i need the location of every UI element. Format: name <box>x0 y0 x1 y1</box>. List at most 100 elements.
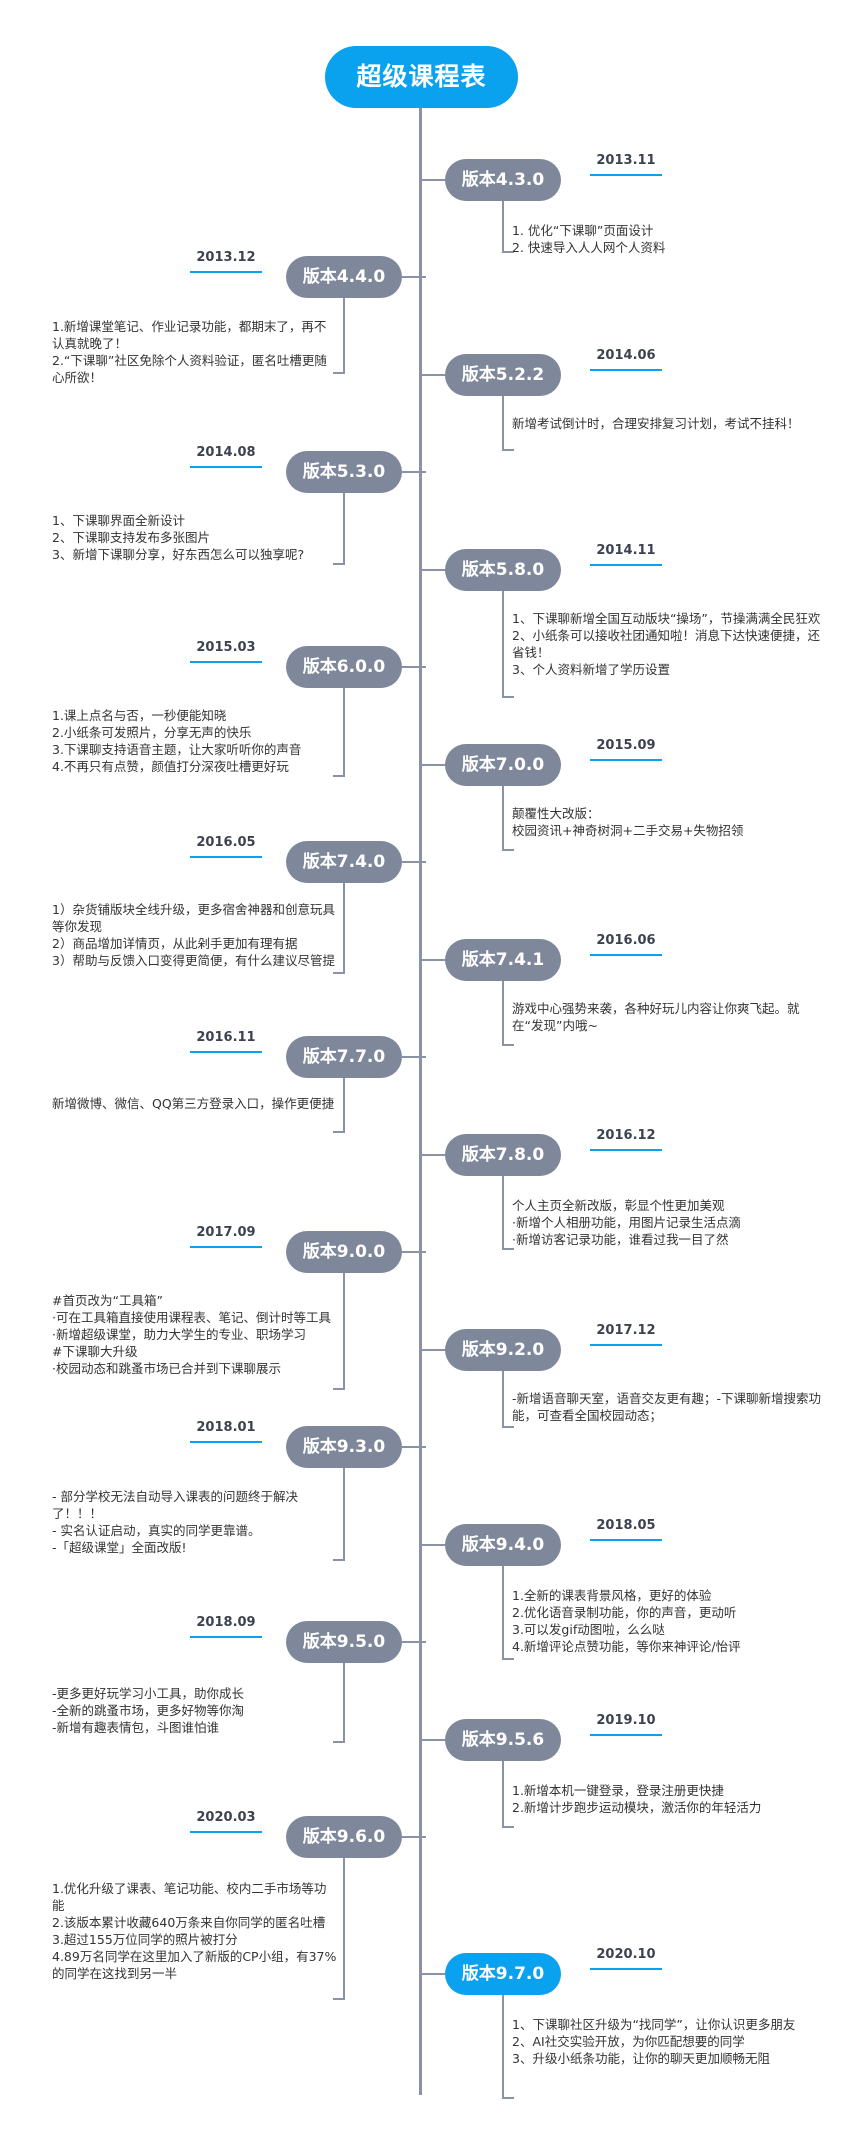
version-description: 1.新增本机一键登录，登录注册更快捷 2.新增计步跑步运动模块，激活你的年轻活力 <box>512 1783 762 1815</box>
spine-connector <box>402 666 426 668</box>
date-underline <box>590 369 662 371</box>
version-node: 版本9.2.0 <box>445 1329 561 1371</box>
date-label: 2017.12 <box>596 1323 656 1338</box>
version-description: 1.优化升级了课表、笔记功能、校内二手市场等功能 2.该版本累计收藏640万条来… <box>52 1881 337 1981</box>
spine-connector <box>402 1836 426 1838</box>
version-node: 版本4.3.0 <box>445 159 561 201</box>
version-node: 版本7.0.0 <box>445 744 561 786</box>
version-node: 版本4.4.0 <box>286 256 402 298</box>
date-label: 2013.12 <box>196 250 256 265</box>
version-description: 1. 优化“下课聊”页面设计 2. 快速导入人人网个人资料 <box>512 223 666 255</box>
date-underline <box>190 661 262 663</box>
description-bracket <box>343 1663 345 1741</box>
version-node: 版本9.4.0 <box>445 1524 561 1566</box>
date-underline <box>590 759 662 761</box>
description-bracket-foot <box>333 775 345 777</box>
version-node: 版本5.2.2 <box>445 354 561 396</box>
spine-connector <box>402 471 426 473</box>
spine-connector <box>421 1544 445 1546</box>
description-bracket-foot <box>333 372 345 374</box>
description-bracket <box>343 493 345 563</box>
description-bracket <box>502 1761 504 1826</box>
description-bracket-foot <box>333 1741 345 1743</box>
description-bracket-foot <box>502 696 514 698</box>
version-node: 版本5.8.0 <box>445 549 561 591</box>
description-bracket <box>502 1995 504 2097</box>
description-bracket-foot <box>333 1131 345 1133</box>
spine-connector <box>421 1739 445 1741</box>
date-underline <box>590 1539 662 1541</box>
date-underline <box>590 174 662 176</box>
version-description: 新增考试倒计时，合理安排复习计划，考试不挂科！ <box>512 416 800 431</box>
spine-connector <box>402 861 426 863</box>
spine-connector <box>402 1641 426 1643</box>
date-label: 2016.11 <box>196 1030 256 1045</box>
version-node: 版本7.4.0 <box>286 841 402 883</box>
description-bracket <box>502 396 504 449</box>
version-node: 版本9.5.0 <box>286 1621 402 1663</box>
description-bracket-foot <box>333 1998 345 2000</box>
description-bracket-foot <box>502 2097 514 2099</box>
description-bracket <box>502 786 504 849</box>
version-description: 1）杂货铺版块全线升级，更多宿舍神器和创意玩具等你发现 2）商品增加详情页，从此… <box>52 902 335 968</box>
version-description: 1、下课聊社区升级为“找同学”，让你认识更多朋友 2、AI社交实验开放，为你匹配… <box>512 2017 796 2066</box>
date-underline <box>190 1636 262 1638</box>
description-bracket-foot <box>502 1658 514 1660</box>
date-label: 2014.06 <box>596 348 656 363</box>
version-description: 1、下课聊界面全新设计 2、下课聊支持发布多张图片 3、新增下课聊分享，好东西怎… <box>52 513 305 562</box>
spine-connector <box>421 764 445 766</box>
date-underline <box>590 1344 662 1346</box>
description-bracket <box>343 1858 345 1998</box>
version-description: 1.全新的课表背景风格，更好的体验 2.优化语音录制功能，你的声音，更动听 3.… <box>512 1588 741 1654</box>
description-bracket-foot <box>333 563 345 565</box>
description-bracket <box>343 1468 345 1559</box>
date-label: 2016.06 <box>596 933 656 948</box>
version-description: 个人主页全新改版，彰显个性更加美观 ·新增个人相册功能，用图片记录生活点滴 ·新… <box>512 1198 741 1247</box>
date-label: 2018.01 <box>196 1420 256 1435</box>
description-bracket <box>343 883 345 972</box>
spine-connector <box>402 1056 426 1058</box>
version-node: 版本9.0.0 <box>286 1231 402 1273</box>
version-node: 版本7.8.0 <box>445 1134 561 1176</box>
date-underline <box>190 856 262 858</box>
description-bracket <box>343 1273 345 1388</box>
version-description: 1.新增课堂笔记、作业记录功能，都期末了，再不认真就晚了！ 2.“下课聊”社区免… <box>52 319 327 385</box>
date-underline <box>190 1441 262 1443</box>
spine-connector <box>421 569 445 571</box>
date-underline <box>590 954 662 956</box>
description-bracket-foot <box>502 1426 514 1428</box>
description-bracket <box>343 688 345 775</box>
description-bracket-foot <box>502 449 514 451</box>
version-node: 版本9.7.0 <box>445 1953 561 1995</box>
version-node: 版本5.3.0 <box>286 451 402 493</box>
description-bracket-foot <box>502 849 514 851</box>
date-label: 2014.11 <box>596 543 656 558</box>
date-label: 2017.09 <box>196 1225 256 1240</box>
date-underline <box>190 466 262 468</box>
timeline-spine <box>419 100 422 2095</box>
version-description: 1.课上点名与否，一秒便能知晓 2.小纸条可发照片，分享无声的快乐 3.下课聊支… <box>52 708 302 774</box>
description-bracket-foot <box>333 1559 345 1561</box>
date-label: 2016.05 <box>196 835 256 850</box>
version-node: 版本6.0.0 <box>286 646 402 688</box>
date-underline <box>590 1734 662 1736</box>
version-node: 版本9.6.0 <box>286 1816 402 1858</box>
version-description: 1、下课聊新增全国互动版块“操场”，节操满满全民狂欢 2、小纸条可以接收社团通知… <box>512 611 821 677</box>
date-underline <box>190 1246 262 1248</box>
date-label: 2020.03 <box>196 1810 256 1825</box>
date-label: 2013.11 <box>596 153 656 168</box>
date-label: 2014.08 <box>196 445 256 460</box>
version-node: 版本7.7.0 <box>286 1036 402 1078</box>
spine-connector <box>421 959 445 961</box>
description-bracket <box>502 981 504 1044</box>
date-underline <box>190 271 262 273</box>
version-description: 新增微博、微信、QQ第三方登录入口，操作更便捷 <box>52 1096 335 1111</box>
date-label: 2018.09 <box>196 1615 256 1630</box>
version-description: -更多更好玩学习小工具，助你成长 -全新的跳蚤市场，更多好物等你淘 -新增有趣表… <box>52 1686 245 1735</box>
date-underline <box>590 1149 662 1151</box>
description-bracket <box>502 1566 504 1658</box>
spine-connector <box>421 1154 445 1156</box>
description-bracket <box>502 1371 504 1426</box>
date-underline <box>590 1968 662 1970</box>
version-description: 颠覆性大改版： 校园资讯+神奇树洞+二手交易+失物招领 <box>512 806 744 838</box>
